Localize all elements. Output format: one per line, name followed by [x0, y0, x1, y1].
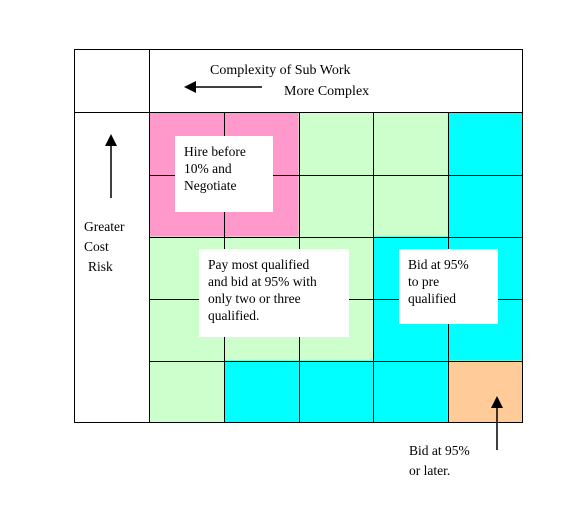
grid-cell-r0-c2	[298, 112, 374, 175]
bid-pre-line-3: qualified	[408, 291, 456, 306]
pay-line-2: and bid at 95% with	[208, 274, 317, 289]
bid-pre-line-2: to pre	[408, 274, 440, 289]
pay-line-4: qualified.	[208, 308, 260, 323]
grid-cell-r4-c0	[149, 360, 225, 423]
grid-cell-r4-c4	[447, 360, 523, 423]
side-label-line-1: Greater	[84, 219, 125, 234]
callout-line-1: Bid at 95%	[409, 443, 470, 458]
side-label-line-3: Risk	[88, 259, 113, 274]
grid-cell-r4-c2	[298, 360, 374, 423]
hire-line-1: Hire before	[184, 144, 246, 159]
hire-box: Hire before 10% and Negotiate	[175, 136, 273, 212]
pay-qualified-box: Pay most qualified and bid at 95% with o…	[199, 249, 349, 337]
grid-cell-r1-c3	[373, 174, 448, 237]
grid-cell-r0-c3	[373, 112, 448, 175]
pay-line-1: Pay most qualified	[208, 257, 310, 272]
side-label-line-2: Cost	[84, 239, 109, 254]
hire-line-2: 10% and	[184, 161, 232, 176]
bid-pre-line-1: Bid at 95%	[408, 257, 469, 272]
hire-line-3: Negotiate	[184, 178, 237, 193]
grid-cell-r4-c1	[224, 360, 299, 423]
grid-cell-r1-c4	[447, 174, 523, 237]
grid-cell-r0-c4	[447, 112, 523, 175]
header-title: Complexity of Sub Work	[210, 63, 351, 78]
grid-cell-r1-c2	[298, 174, 374, 237]
header-subtitle: More Complex	[284, 84, 370, 99]
callout-line-2: or later.	[409, 463, 451, 478]
outer-frame	[74, 49, 523, 423]
bid-prequalified-box: Bid at 95% to pre qualified	[399, 249, 498, 324]
pay-line-3: only two or three	[208, 291, 301, 306]
grid-cell-r4-c3	[373, 360, 448, 423]
